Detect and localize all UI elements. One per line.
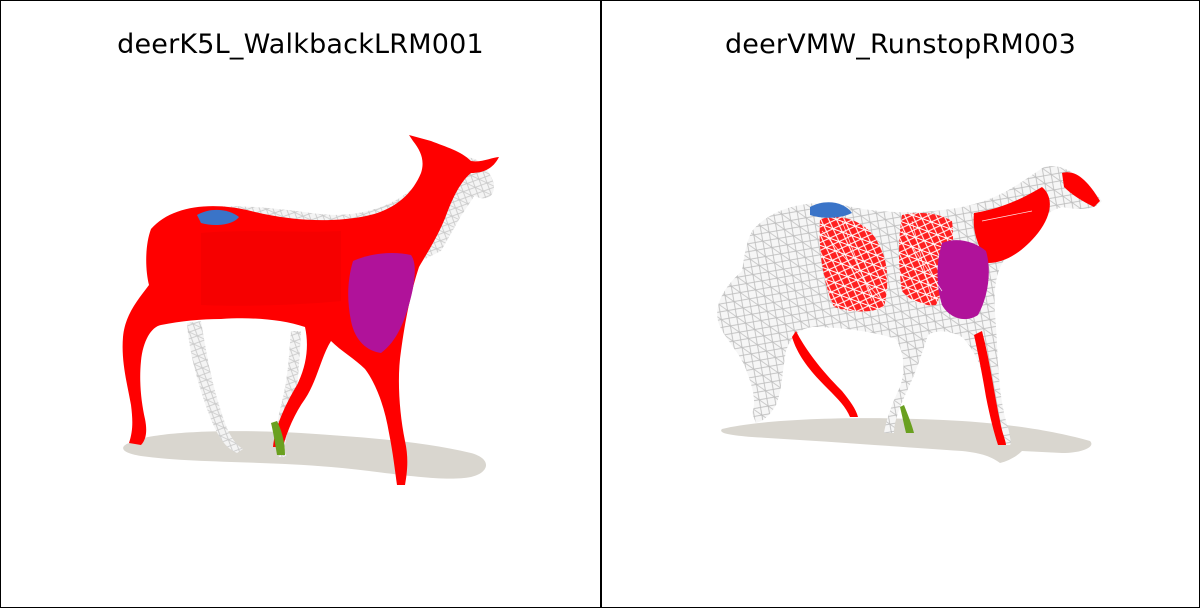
right-hindleg-red <box>792 331 858 417</box>
left-leg-green <box>271 421 285 455</box>
right-foreleg-red <box>974 331 1006 445</box>
left-body-red <box>122 135 500 485</box>
left-panel: deerK5L_WalkbackLRM001 <box>1 1 600 607</box>
right-panel: deerVMW_RunstopRM003 <box>600 1 1199 607</box>
left-deer-render <box>122 135 500 485</box>
right-leg-green <box>900 405 914 433</box>
left-panel-title: deerK5L_WalkbackLRM001 <box>117 29 484 60</box>
right-head-red <box>1062 172 1100 207</box>
left-shadow <box>123 431 487 479</box>
right-red-neck <box>973 187 1050 263</box>
right-wireframe-lines <box>821 210 1033 302</box>
left-back-blue <box>197 209 239 225</box>
right-deer-render <box>717 166 1102 463</box>
left-chest-magenta <box>348 253 415 353</box>
right-chest-magenta <box>937 240 989 320</box>
left-body-shade <box>201 231 341 306</box>
left-mesh-back-leg <box>187 321 243 453</box>
right-panel-title: deerVMW_RunstopRM003 <box>724 29 1077 60</box>
right-back-blue <box>810 202 852 218</box>
